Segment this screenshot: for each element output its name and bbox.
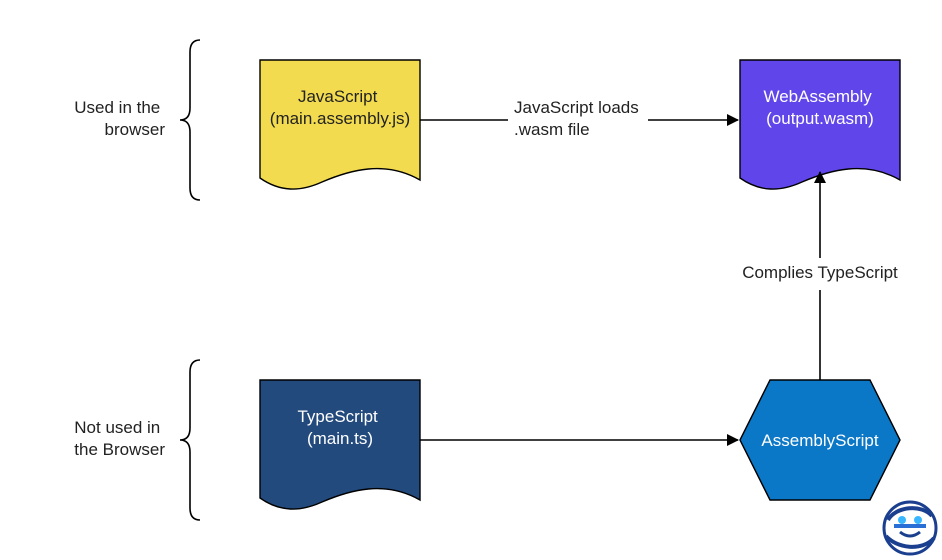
bottom-group-brace	[179, 359, 201, 521]
javascript-node: JavaScript (main.assembly.js)	[259, 59, 421, 190]
assemblyscript-node: AssemblyScript	[739, 379, 901, 501]
typescript-label: TypeScript (main.ts)	[297, 407, 382, 448]
corner-logo	[882, 500, 938, 556]
assemblyscript-label: AssemblyScript	[761, 431, 878, 450]
bottom-group-label: Not used in the Browser	[74, 418, 165, 459]
typescript-shape	[259, 379, 421, 510]
javascript-shape	[259, 59, 421, 190]
javascript-label: JavaScript (main.assembly.js)	[270, 87, 410, 128]
webassembly-label: WebAssembly (output.wasm)	[763, 87, 876, 128]
js-to-wasm-label: JavaScript loads .wasm file	[514, 98, 643, 139]
top-group-label: Used in the browser	[74, 98, 165, 139]
webassembly-node: WebAssembly (output.wasm)	[739, 59, 901, 190]
top-group-brace	[179, 39, 201, 201]
as-to-wasm-label: Complies TypeScript	[742, 263, 898, 282]
assemblyscript-shape	[739, 379, 901, 501]
typescript-node: TypeScript (main.ts)	[259, 379, 421, 510]
webassembly-shape	[739, 59, 901, 190]
